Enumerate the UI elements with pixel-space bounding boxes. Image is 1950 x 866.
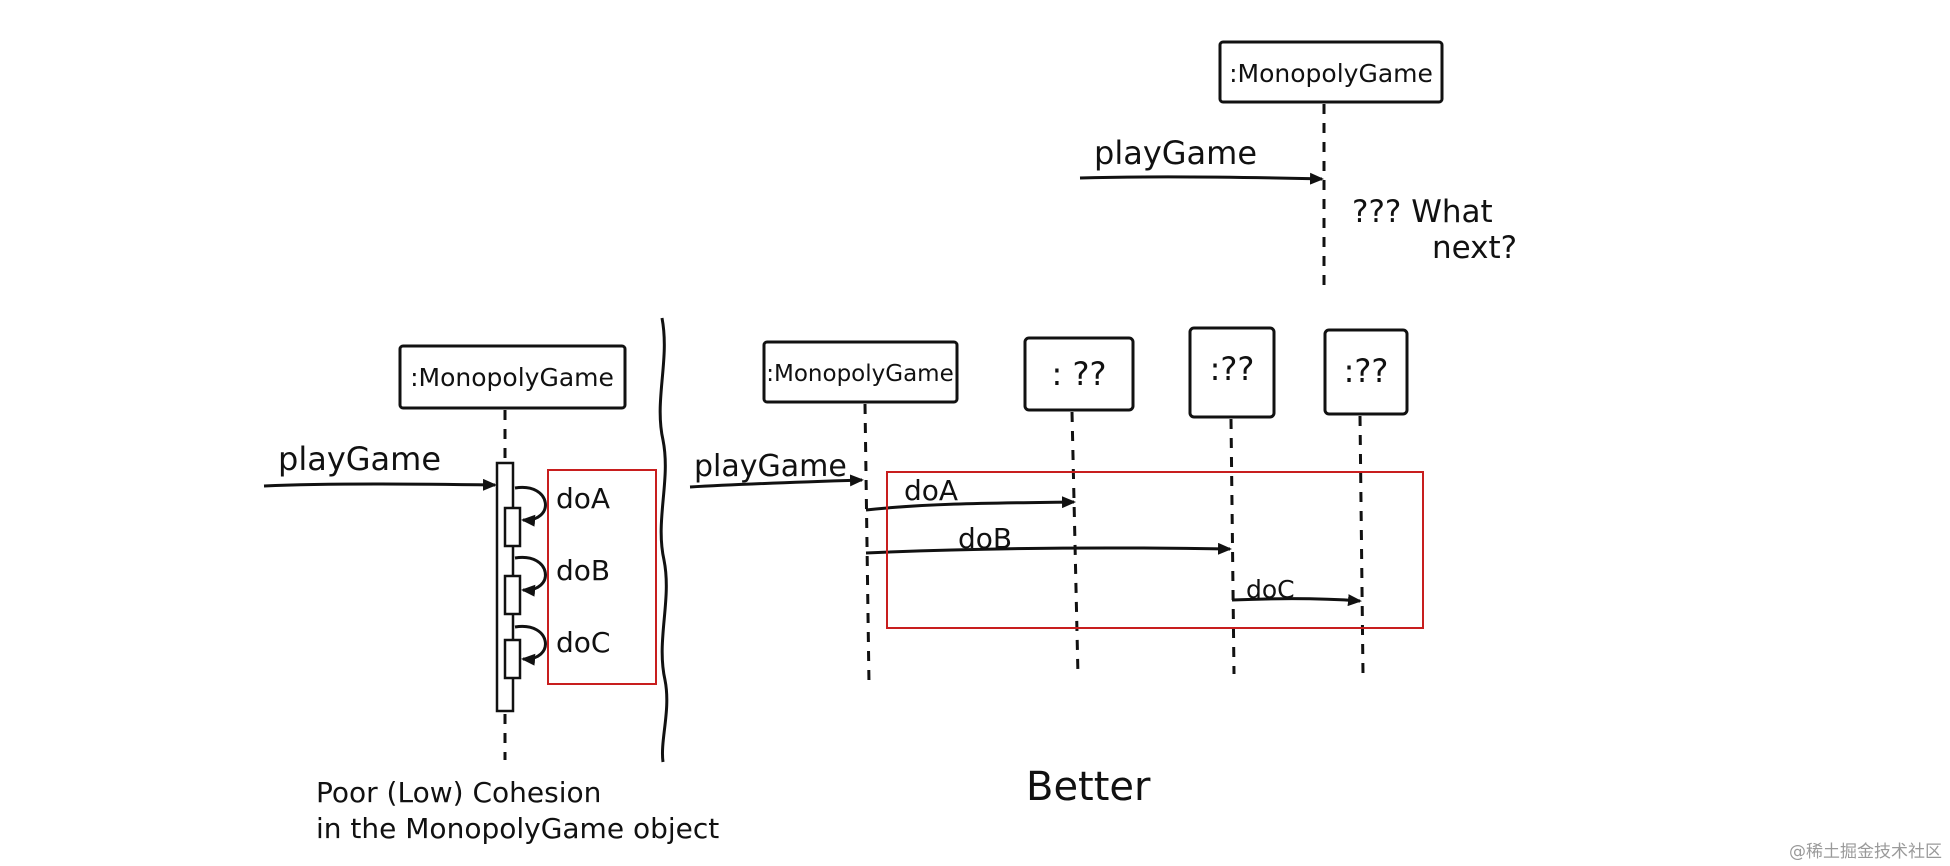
right-object-label-monopoly: :MonopolyGame bbox=[766, 361, 953, 387]
right-lifeline-monopoly bbox=[863, 403, 871, 685]
top-object-box bbox=[1218, 40, 1444, 104]
right-object-box-monopoly bbox=[762, 340, 959, 404]
top-playgame-arrow bbox=[1079, 172, 1324, 185]
left-doC-label: doC bbox=[556, 626, 610, 659]
top-question-line1: ??? What bbox=[1352, 194, 1493, 230]
right-object-label-1: : ?? bbox=[1052, 355, 1107, 393]
left-panel: :MonopolyGame playGame doA doB doC Poor … bbox=[263, 344, 719, 845]
top-panel: :MonopolyGame playGame ??? What next? bbox=[1079, 40, 1517, 288]
right-highlight-box bbox=[886, 471, 1424, 629]
top-playgame-label: playGame bbox=[1094, 134, 1257, 172]
panel-divider bbox=[658, 317, 669, 763]
top-object-label: :MonopolyGame bbox=[1229, 59, 1433, 88]
right-object-label-2: :?? bbox=[1210, 350, 1255, 388]
right-doC-arrow bbox=[1231, 594, 1362, 607]
right-object-label-3: :?? bbox=[1344, 352, 1389, 390]
left-doA-loop bbox=[514, 485, 547, 527]
left-playgame-arrow bbox=[263, 478, 497, 491]
left-object-box bbox=[398, 344, 627, 410]
right-object-box-1 bbox=[1023, 336, 1135, 412]
left-doC-activation bbox=[503, 638, 522, 680]
left-caption-line2: in the MonopolyGame object bbox=[316, 812, 719, 845]
watermark: @稀土掘金技术社区 bbox=[1789, 842, 1942, 862]
right-playgame-arrow bbox=[689, 474, 864, 489]
right-doA-label: doA bbox=[904, 474, 958, 507]
top-question-line2: next? bbox=[1432, 230, 1517, 266]
left-doA-label: doA bbox=[556, 482, 610, 515]
right-panel: :MonopolyGame : ?? :?? :?? playGame doA … bbox=[689, 326, 1424, 810]
right-doB-label: doB bbox=[958, 522, 1012, 555]
right-playgame-label: playGame bbox=[694, 449, 847, 484]
right-caption: Better bbox=[1026, 764, 1151, 810]
left-object-label: :MonopolyGame bbox=[410, 363, 614, 392]
right-doA-arrow bbox=[865, 496, 1076, 512]
left-caption-line1: Poor (Low) Cohesion bbox=[316, 776, 601, 809]
left-doB-loop bbox=[514, 555, 547, 597]
right-doC-label: doC bbox=[1246, 575, 1295, 604]
right-object-box-3 bbox=[1323, 328, 1409, 416]
right-lifeline-3 bbox=[1358, 415, 1365, 675]
left-doB-activation bbox=[503, 574, 522, 616]
left-doC-loop bbox=[514, 624, 547, 666]
left-doB-label: doB bbox=[556, 554, 610, 587]
left-highlight-box bbox=[547, 469, 657, 685]
right-lifeline-2 bbox=[1229, 418, 1236, 675]
left-playgame-label: playGame bbox=[278, 440, 441, 478]
right-lifeline-1 bbox=[1070, 411, 1080, 677]
left-doA-activation bbox=[503, 506, 522, 548]
right-object-box-2 bbox=[1188, 326, 1276, 419]
right-doB-arrow bbox=[865, 542, 1232, 555]
